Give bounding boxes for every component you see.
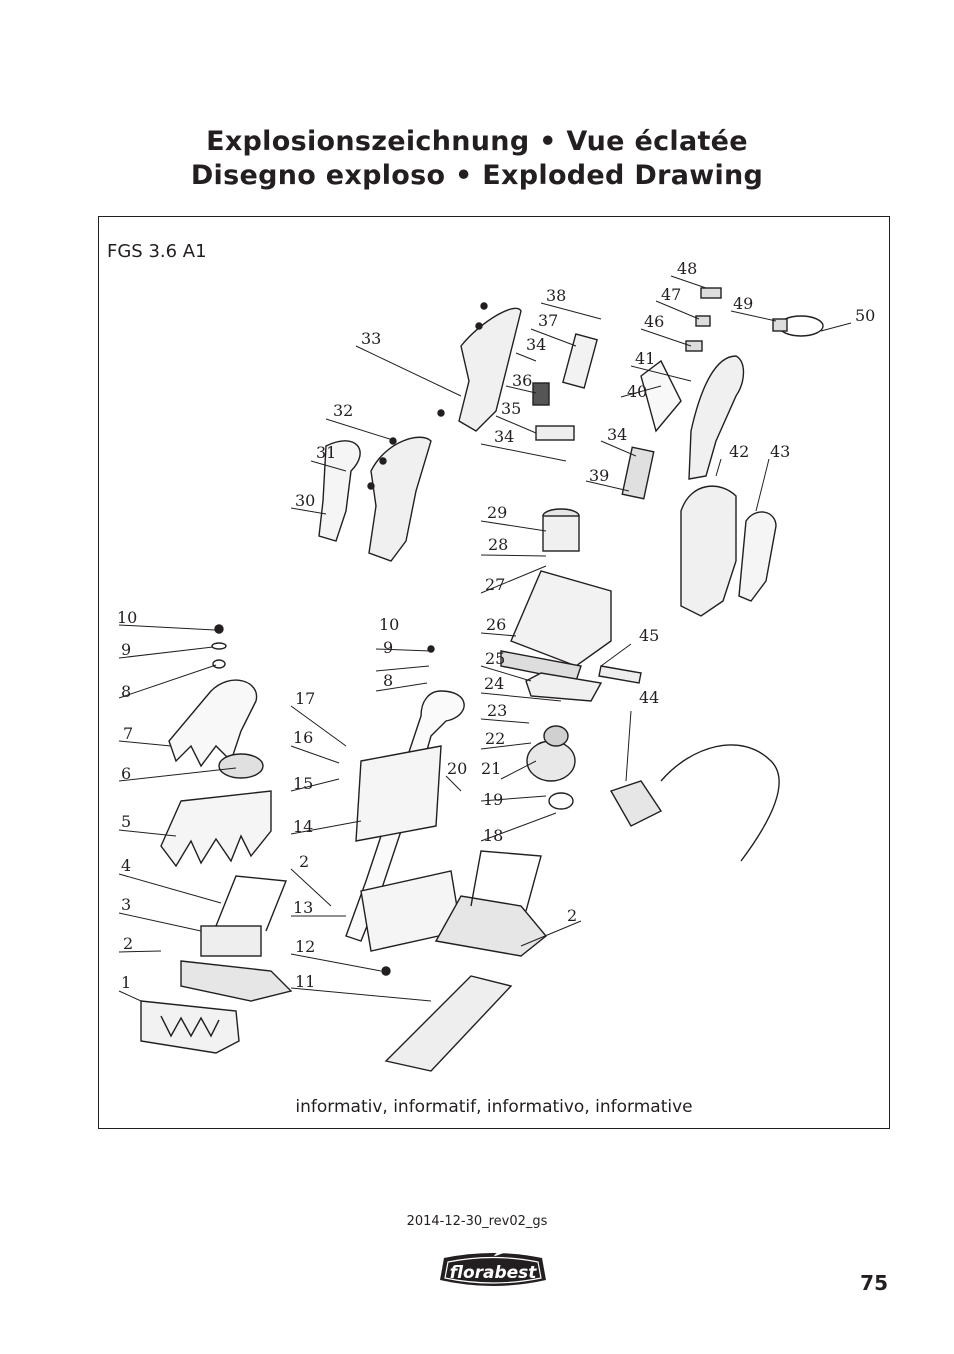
- callout-23: 23: [487, 701, 507, 720]
- callout-9: 9: [121, 640, 131, 659]
- callout-4: 4: [121, 856, 131, 875]
- callout-20: 20: [447, 759, 467, 778]
- callout-21: 21: [481, 759, 501, 778]
- callout-41: 41: [635, 349, 655, 368]
- callout-29: 29: [487, 503, 507, 522]
- callout-42: 42: [729, 442, 749, 461]
- callout-13: 13: [293, 898, 313, 917]
- callout-50: 50: [855, 306, 875, 325]
- callout-18: 18: [483, 826, 503, 845]
- callout-33: 33: [361, 329, 381, 348]
- callout-9b: 9: [383, 638, 393, 657]
- callout-7: 7: [123, 724, 133, 743]
- page-number: 75: [860, 1271, 888, 1295]
- callout-40: 40: [627, 382, 647, 401]
- callout-26: 26: [486, 615, 506, 634]
- callout-34b: 34: [494, 427, 514, 446]
- callout-2: 2: [123, 934, 133, 953]
- callout-34c: 34: [607, 425, 627, 444]
- callout-44: 44: [639, 688, 659, 707]
- callout-49: 49: [733, 294, 753, 313]
- callout-37: 37: [538, 311, 558, 330]
- callout-8: 8: [121, 682, 131, 701]
- exploded-drawing-frame: FGS 3.6 A1: [98, 216, 890, 1129]
- model-label: FGS 3.6 A1: [107, 241, 207, 262]
- florabest-logo: florabest: [436, 1250, 550, 1296]
- callout-11: 11: [295, 972, 315, 991]
- callout-28: 28: [488, 535, 508, 554]
- callout-10: 10: [117, 608, 137, 627]
- callout-34a: 34: [526, 335, 546, 354]
- callout-39: 39: [589, 466, 609, 485]
- svg-text:florabest: florabest: [450, 1263, 538, 1283]
- callout-47: 47: [661, 285, 681, 304]
- callout-43: 43: [770, 442, 790, 461]
- callout-1: 1: [121, 973, 131, 992]
- page-title-line1: Explosionszeichnung • Vue éclatée: [206, 126, 748, 157]
- revision-label: 2014-12-30_rev02_gs: [406, 1214, 548, 1229]
- callout-3: 3: [121, 895, 131, 914]
- callout-24: 24: [484, 674, 504, 693]
- callout-31: 31: [316, 443, 336, 462]
- callout-46: 46: [644, 312, 664, 331]
- callout-36: 36: [512, 371, 532, 390]
- callout-19: 19: [483, 790, 503, 809]
- callout-6: 6: [121, 764, 131, 783]
- callout-22: 22: [485, 729, 505, 748]
- callout-16: 16: [293, 728, 313, 747]
- page-title-line2: Disegno exploso • Exploded Drawing: [190, 160, 764, 191]
- callout-27: 27: [485, 575, 505, 594]
- callout-45: 45: [639, 626, 659, 645]
- callout-38: 38: [546, 286, 566, 305]
- callout-48: 48: [677, 259, 697, 278]
- callout-5: 5: [121, 812, 131, 831]
- exploded-drawing: 1 2 3 4 5 6 7 8 9 10 11 12 13 14 15 16 1…: [117, 259, 875, 1072]
- callout-30: 30: [295, 491, 315, 510]
- callout-17: 17: [295, 689, 315, 708]
- callout-25: 25: [485, 649, 505, 668]
- callout-2b: 2: [567, 906, 577, 925]
- callout-2c: 2: [299, 852, 309, 871]
- callout-15: 15: [293, 774, 313, 793]
- drawing-caption: informativ, informatif, informativo, inf…: [295, 1097, 693, 1117]
- callout-10b: 10: [379, 615, 399, 634]
- callout-14: 14: [293, 817, 313, 836]
- callout-8b: 8: [383, 671, 393, 690]
- callout-12: 12: [295, 937, 315, 956]
- callout-35: 35: [501, 399, 521, 418]
- callout-32: 32: [333, 401, 353, 420]
